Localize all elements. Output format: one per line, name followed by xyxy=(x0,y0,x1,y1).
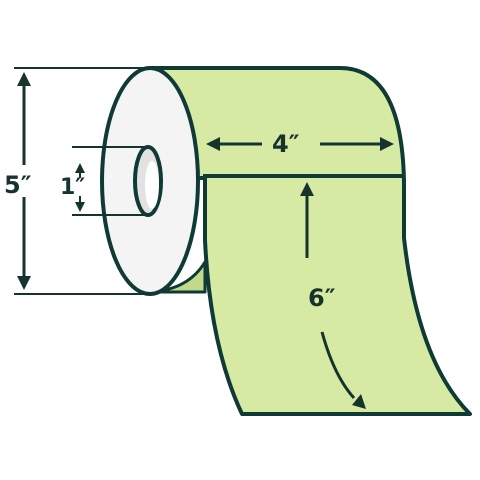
length-arrow-bottom xyxy=(352,394,366,409)
width-label: 4″ xyxy=(272,130,300,158)
width-arrow-right xyxy=(380,137,394,151)
height-label: 5″ xyxy=(4,171,32,199)
core-arrow-top xyxy=(75,163,85,173)
width-arrow-left xyxy=(206,137,220,151)
height-arrow-top xyxy=(17,72,31,86)
height-label-knockout xyxy=(3,165,41,197)
core-arrow-bottom xyxy=(75,202,85,212)
height-arrow-bottom xyxy=(17,276,31,290)
length-arrow-top xyxy=(300,182,314,196)
core-label: 1″ xyxy=(60,175,85,200)
label-stock xyxy=(148,66,472,416)
core-dimension xyxy=(72,146,148,216)
length-line-lower xyxy=(320,331,356,400)
roll-core-hole-inner-shade xyxy=(145,161,159,209)
length-label: 6″ xyxy=(308,284,336,312)
